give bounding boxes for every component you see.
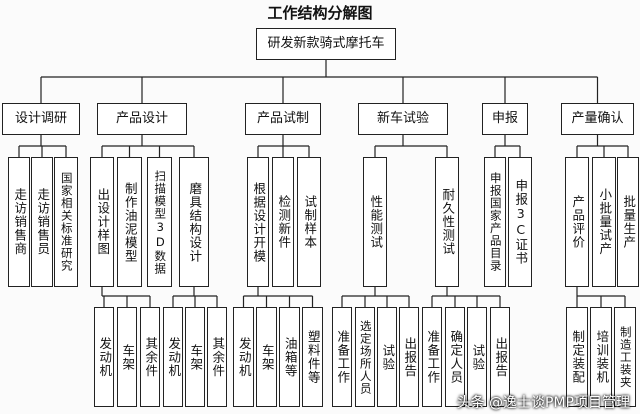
leaf-node: 出报告 bbox=[399, 307, 419, 407]
leaf-node: 发动机 bbox=[233, 307, 254, 407]
leaf-node: 车架 bbox=[185, 307, 205, 407]
leaf-node: 试验 bbox=[377, 307, 397, 407]
group-node: 产量确认 bbox=[561, 103, 634, 135]
leaf-node: 其余件 bbox=[207, 307, 227, 407]
leaf-node: 车架 bbox=[256, 307, 277, 407]
leaf-node: 塑料件等 bbox=[302, 307, 323, 407]
leaf-node: 发动机 bbox=[94, 307, 114, 407]
leaf-node: 制造工装夹 bbox=[614, 307, 636, 407]
task-node: 申报国家产品目录 bbox=[484, 157, 506, 287]
task-node: 制作油泥模型 bbox=[117, 157, 142, 287]
group-node: 申报 bbox=[482, 103, 528, 135]
leaf-node: 培训装机 bbox=[590, 307, 612, 407]
leaf-node: 其余件 bbox=[140, 307, 160, 407]
root-node: 研发新款骑式摩托车 bbox=[256, 28, 396, 60]
task-node: 检测新件 bbox=[272, 157, 294, 287]
leaf-node: 确定人员 bbox=[445, 307, 465, 407]
leaf-node: 发动机 bbox=[163, 307, 183, 407]
task-node: 国家相关标准研究 bbox=[54, 157, 78, 287]
diagram-title: 工作结构分解图 bbox=[267, 4, 373, 22]
group-node: 产品试制 bbox=[245, 103, 321, 135]
leaf-node: 准备工作 bbox=[422, 307, 442, 407]
task-node: 申报3C证书 bbox=[508, 157, 532, 287]
task-node: 磨具结构设计 bbox=[179, 157, 209, 287]
leaf-node: 油箱等 bbox=[279, 307, 300, 407]
leaf-node: 制定装配 bbox=[566, 307, 588, 407]
group-node: 新车试验 bbox=[358, 103, 448, 135]
task-node: 产品评价 bbox=[565, 157, 589, 287]
watermark: 头条 @逸士谈PMP项目管理 bbox=[456, 395, 630, 411]
task-node: 走访销售商 bbox=[8, 157, 30, 287]
group-node: 设计调研 bbox=[2, 103, 80, 135]
task-node: 试制样本 bbox=[297, 157, 321, 287]
leaf-node: 车架 bbox=[117, 307, 137, 407]
leaf-node: 出报告 bbox=[490, 307, 510, 407]
leaf-node: 准备工作 bbox=[332, 307, 352, 407]
task-node: 出设计样图 bbox=[90, 157, 114, 287]
task-node: 耐久性测试 bbox=[435, 157, 459, 287]
leaf-node: 选定场所人员 bbox=[355, 307, 375, 407]
task-node: 批量生产 bbox=[617, 157, 639, 287]
group-node: 产品设计 bbox=[97, 103, 187, 135]
task-node: 扫描模型3D数据 bbox=[147, 157, 172, 287]
task-node: 走访销售员 bbox=[31, 157, 53, 287]
task-node: 性能测试 bbox=[363, 157, 387, 287]
task-node: 根据设计开模 bbox=[247, 157, 269, 287]
task-node: 小批量试产 bbox=[592, 157, 616, 287]
leaf-node: 试验 bbox=[467, 307, 487, 407]
